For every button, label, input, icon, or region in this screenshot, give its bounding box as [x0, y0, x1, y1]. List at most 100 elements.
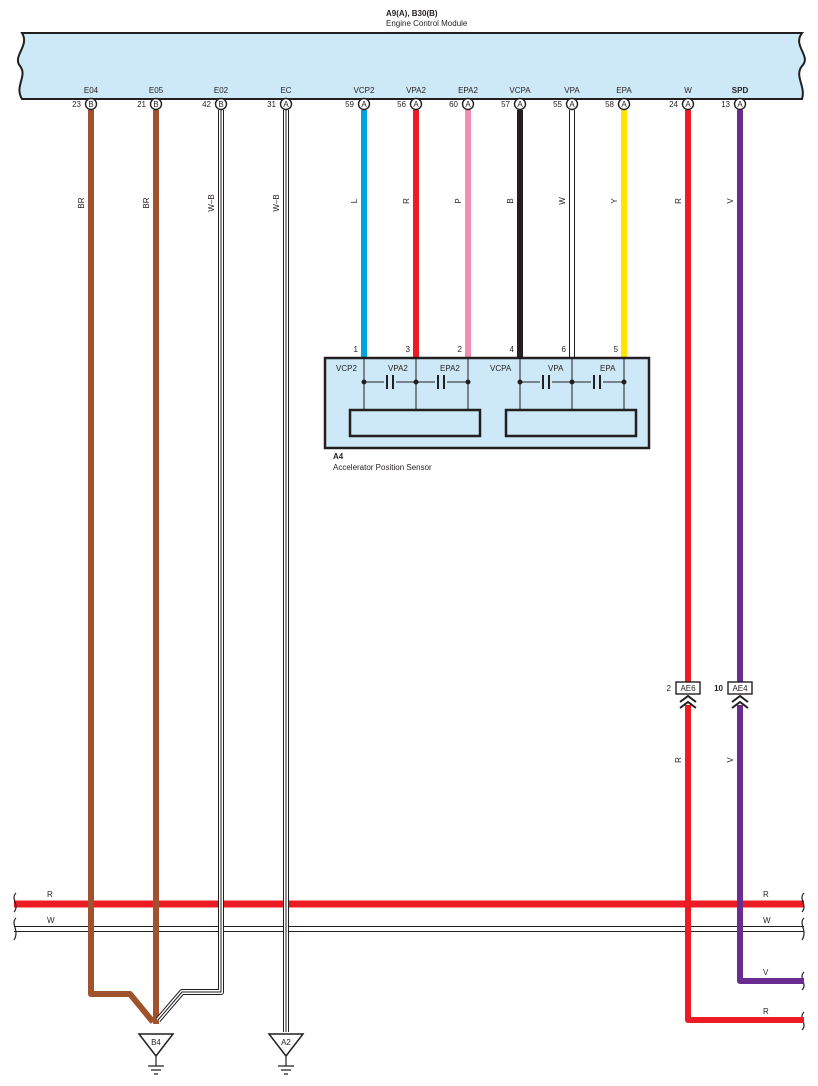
ecm-body — [17, 32, 806, 100]
wire-label-vcp2: L — [350, 198, 359, 203]
ecm-pin-label-ec: EC — [280, 86, 291, 95]
terminal-conn-e04: B — [88, 100, 93, 109]
bus-w-label-right: W — [763, 916, 771, 925]
terminal-vcpa: A 57 — [501, 97, 527, 111]
connector-ae4-name: AE4 — [732, 684, 748, 693]
wire-label-vcpa: B — [506, 198, 515, 203]
terminal-num-e02: 42 — [202, 100, 211, 109]
sensor-pin-vpa2: 3 — [406, 345, 411, 354]
terminal-num-spd: 13 — [721, 100, 730, 109]
terminal-epa: A 58 — [605, 97, 631, 111]
wire-e02 — [155, 110, 224, 1022]
bus-w-label-left: W — [47, 916, 55, 925]
sensor-label-vcp2: VCP2 — [336, 364, 357, 373]
terminal-e05: B 21 — [137, 97, 163, 111]
ecm-pin-labels: E04 E05 E02 EC VCP2 VPA2 EPA2 VCPA VPA E… — [84, 86, 749, 95]
wire-label-spd: V — [726, 198, 735, 204]
wire-label-epa: Y — [610, 198, 619, 204]
terminal-conn-vpa: A — [569, 100, 575, 109]
terminal-conn-ec: A — [283, 100, 289, 109]
ecm-name: Engine Control Module — [386, 19, 468, 28]
ecm-pin-label-e02: E02 — [214, 86, 229, 95]
terminal-conn-epa: A — [621, 100, 627, 109]
ecm-pin-label-w: W — [684, 86, 692, 95]
ecm-pin-label-vcpa: VCPA — [509, 86, 531, 95]
ecm-pin-label-vpa2: VPA2 — [406, 86, 426, 95]
ecm-pin-label-e04: E04 — [84, 86, 99, 95]
terminal-epa2: A 60 — [449, 97, 475, 111]
connector-ae6-name: AE6 — [680, 684, 696, 693]
sensor-pin-vpa: 6 — [562, 345, 567, 354]
connector-ae4-pin: 10 — [714, 684, 723, 693]
accelerator-position-sensor: 1 3 2 4 6 5 VCP2 VPA2 EPA2 VCPA VPA EPA — [323, 345, 651, 472]
terminal-num-vpa: 55 — [553, 100, 562, 109]
wire-label-w: R — [674, 198, 683, 204]
wire-label-w-lower: R — [674, 757, 683, 763]
terminal-conn-e02: B — [218, 100, 223, 109]
wire-label-e02: W–B — [207, 194, 216, 211]
ground-a2-label: A2 — [281, 1038, 291, 1047]
ecm-ref: A9(A), B30(B) — [386, 9, 438, 18]
wire-label-e04: BR — [77, 197, 86, 208]
wire-label-vpa2: R — [402, 198, 411, 204]
sensor-label-vpa2: VPA2 — [388, 364, 408, 373]
wire-label-spd-lower: V — [726, 757, 735, 763]
terminal-vpa2: A 56 — [397, 97, 423, 111]
terminal-spd: A 13 — [721, 97, 747, 111]
connector-ae6-pin: 2 — [667, 684, 672, 693]
terminal-conn-vcp2: A — [361, 100, 367, 109]
wires — [88, 110, 804, 1032]
terminal-num-vpa2: 56 — [397, 100, 406, 109]
ecm-pin-label-epa: EPA — [616, 86, 632, 95]
ground-b4-label: B4 — [151, 1038, 161, 1047]
ecm-pin-label-vpa: VPA — [564, 86, 580, 95]
terminal-e02: B 42 — [202, 97, 228, 111]
terminal-w: A 24 — [669, 97, 695, 111]
terminal-e04: B23 — [72, 97, 98, 111]
sensor-ref: A4 — [333, 452, 344, 461]
terminal-conn-spd: A — [737, 100, 743, 109]
ecm-pin-label-vcp2: VCP2 — [354, 86, 375, 95]
wire-spd-lower — [737, 705, 804, 984]
wire-w-lower — [685, 705, 804, 1023]
wire-label-epa2: P — [454, 198, 463, 203]
terminal-vcp2: A 59 — [345, 97, 371, 111]
bus-r-label-left: R — [47, 890, 53, 899]
sensor-label-epa: EPA — [600, 364, 616, 373]
terminal-conn-e05: B — [153, 100, 158, 109]
wire-label-e05: BR — [142, 197, 151, 208]
terminal-ec: A 31 — [267, 97, 293, 111]
ecm-terminals: B23 B21 B42 A31 A59 A56 A60 A57 A55 A58 … — [72, 97, 747, 111]
bus-r-out-label: R — [763, 1007, 769, 1016]
ecm-pin-label-spd: SPD — [732, 86, 749, 95]
wire-label-vpa: W — [558, 197, 567, 205]
terminal-conn-vcpa: A — [517, 100, 523, 109]
sensor-name: Accelerator Position Sensor — [333, 463, 432, 472]
sensor-element-right — [504, 358, 638, 438]
terminal-conn-vpa2: A — [413, 100, 419, 109]
terminal-num-vcpa: 57 — [501, 100, 510, 109]
sensor-label-vpa: VPA — [548, 364, 564, 373]
terminal-conn-w: A — [685, 100, 691, 109]
connector-ae4: AE4 10 — [714, 681, 753, 709]
terminal-num-vcp2: 59 — [345, 100, 354, 109]
terminal-conn-epa2: A — [465, 100, 471, 109]
terminal-num-ec: 31 — [267, 100, 276, 109]
sensor-element-left — [348, 358, 482, 438]
bus-v-label: V — [763, 968, 769, 977]
terminal-num-epa2: 60 — [449, 100, 458, 109]
wire-label-ec: W–B — [272, 194, 281, 211]
sensor-label-epa2: EPA2 — [440, 364, 460, 373]
ground-b4: B4 — [137, 1033, 175, 1075]
wire-e04 — [88, 110, 156, 1024]
terminal-num-w: 24 — [669, 100, 678, 109]
terminal-num-epa: 58 — [605, 100, 614, 109]
sensor-label-vcpa: VCPA — [490, 364, 512, 373]
terminal-num-e05: 21 — [137, 100, 146, 109]
sensor-pin-vcpa: 4 — [510, 345, 515, 354]
ecm-pin-label-epa2: EPA2 — [458, 86, 478, 95]
bus-r-label-right: R — [763, 890, 769, 899]
sensor-pin-epa: 5 — [614, 345, 619, 354]
terminal-vpa: A 55 — [553, 97, 579, 111]
